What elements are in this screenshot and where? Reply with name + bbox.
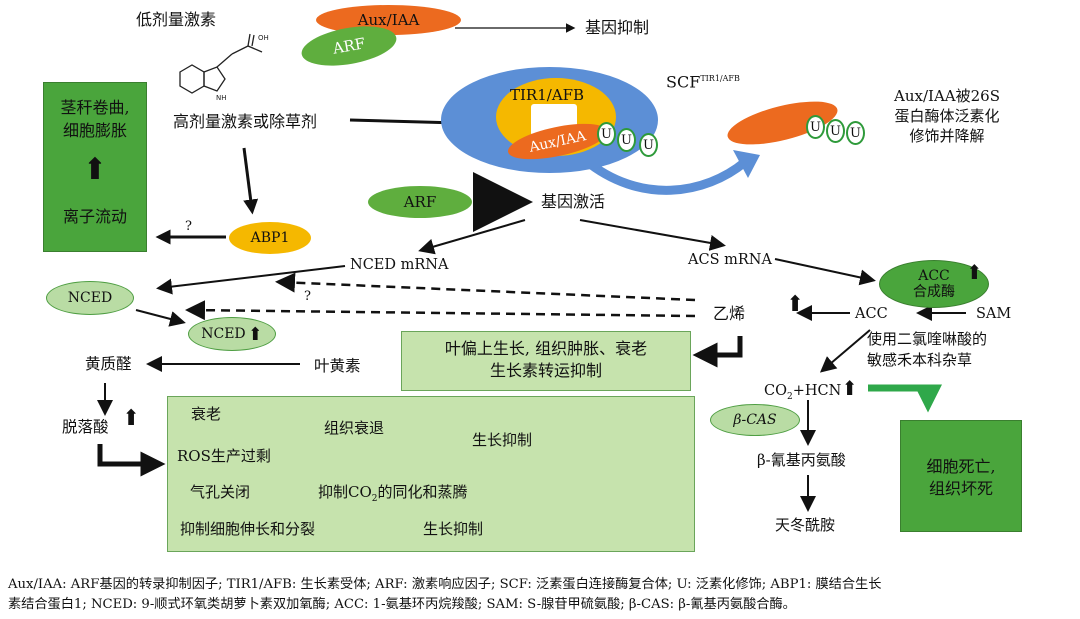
xanthoxin-label: 黄质醛 xyxy=(85,355,132,373)
stem-curl-box xyxy=(43,82,147,252)
svg-text:NH: NH xyxy=(216,94,227,102)
cell-expansion-label: 细胞膨胀 xyxy=(62,121,127,140)
up-arrow-icon: ⬆ xyxy=(966,260,983,284)
high-dose-label: 高剂量激素或除草剂 xyxy=(173,112,318,131)
ubiquitin-3: U xyxy=(639,133,658,157)
stomata-closure-label: 气孔关闭 xyxy=(190,483,251,501)
arrow-ethylene-to-epinasty xyxy=(692,336,743,368)
up-arrow-icon: ⬆ xyxy=(122,406,141,431)
scf-label: SCFTIR1/AFB xyxy=(666,72,740,92)
degradation-label-3: 修饰并降解 xyxy=(909,127,985,145)
low-dose-label: 低剂量激素 xyxy=(136,10,217,29)
up-arrow-icon: ⬆ xyxy=(841,376,859,400)
aba-label: 脱落酸 xyxy=(62,418,109,436)
quinclorac-label-1: 使用二氯喹啉酸的 xyxy=(867,330,988,348)
arrow-degradation-head xyxy=(733,150,760,178)
ethylene-label: 乙烯 xyxy=(713,304,746,323)
arrow-to-nced xyxy=(156,265,346,295)
acc-label: ACC xyxy=(855,306,888,322)
nced-mrna-label: NCED mRNA xyxy=(350,257,449,273)
epinasty-box xyxy=(401,331,691,391)
beta-cas-oval: β-CAS xyxy=(710,404,800,436)
arrow-to-abp1 xyxy=(242,147,259,215)
ion-flow-label: 离子流动 xyxy=(62,207,127,226)
ubiquitin-5: U xyxy=(826,119,845,143)
cell-death-label: 细胞死亡, xyxy=(926,457,996,476)
arrow-acc-to-hcn xyxy=(819,329,871,373)
tir1-label: TIR1/AFB xyxy=(510,86,585,104)
tissue-necrosis-label: 组织坏死 xyxy=(928,479,993,498)
ubiquitin-6: U xyxy=(846,121,865,145)
ubiquitin-1: U xyxy=(597,122,616,146)
nced-up-oval: NCED⬆ xyxy=(188,317,276,351)
epinasty-label-1: 叶偏上生长, 组织肿胀、衰老 xyxy=(444,339,648,358)
degradation-label-2: 蛋白酶体泛素化 xyxy=(894,107,1000,125)
nced-oval: NCED xyxy=(46,281,134,315)
stem-curl-label: 茎秆卷曲, xyxy=(60,98,130,117)
arrow-degradation-curve xyxy=(582,156,748,195)
aba-effects-box xyxy=(167,396,695,552)
degradation-label-1: Aux/IAA被26S xyxy=(894,87,1000,105)
arf-oval-2: ARF xyxy=(368,186,472,218)
arrow-aba-to-ros xyxy=(97,444,166,477)
arrow-hcn-to-death xyxy=(868,384,942,413)
acs-mrna-label: ACS mRNA xyxy=(688,252,772,268)
growth-inhibition-label-1: 生长抑制 xyxy=(472,431,533,449)
co2-hcn-label: CO2+HCN⬆ xyxy=(764,376,859,402)
up-arrow-icon: ⬆ xyxy=(82,152,108,187)
auxin-molecule-icon: OH NH xyxy=(179,33,269,102)
legend-line-2: 素结合蛋白1; NCED: 9-顺式环氧类胡萝卜素双加氧酶; ACC: 1-氨基… xyxy=(8,597,796,612)
ubiquitin-4: U xyxy=(806,115,825,139)
dashed-arrow-2 xyxy=(185,300,696,321)
quinclorac-label-2: 敏感禾本科杂草 xyxy=(867,351,973,369)
cyanoalanine-label: β-氰基丙氨酸 xyxy=(757,451,846,469)
asparagine-label: 天冬酰胺 xyxy=(775,516,836,534)
cell-death-box xyxy=(900,420,1022,532)
gene-activation-label: 基因激活 xyxy=(541,192,606,211)
growth-inhibition-label-2: 生长抑制 xyxy=(423,520,484,538)
gene-repression-label: 基因抑制 xyxy=(585,18,650,37)
question-mark-2: ? xyxy=(304,289,311,304)
arrow-nced-to-nced-up xyxy=(135,309,186,327)
ubiquitin-2: U xyxy=(617,128,636,152)
arrow-to-nced-mrna xyxy=(418,219,526,255)
epinasty-label-2: 生长素转运抑制 xyxy=(489,361,602,380)
arrow-to-acs-mrna xyxy=(579,219,726,251)
violaxanthin-label: 叶黄素 xyxy=(314,357,361,375)
question-mark-1: ? xyxy=(185,219,192,234)
co2-inhibition-label: 抑制CO2的同化和蒸腾 xyxy=(318,483,468,504)
abp1-oval: ABP1 xyxy=(229,222,311,254)
svg-text:OH: OH xyxy=(258,34,269,42)
legend-line-1: Aux/IAA: ARF基因的转录抑制因子; TIR1/AFB: 生长素受体; … xyxy=(8,577,882,592)
ros-label: ROS生产过剩 xyxy=(177,447,271,465)
dashed-arrow-1 xyxy=(275,272,696,302)
arrow-to-acc-synthase xyxy=(774,258,876,286)
up-arrow-icon: ⬆ xyxy=(247,323,263,345)
cell-inhibition-label: 抑制细胞伸长和分裂 xyxy=(180,520,316,538)
sam-label: SAM xyxy=(976,306,1012,322)
senescence-label: 衰老 xyxy=(191,405,222,423)
tissue-decline-label: 组织衰退 xyxy=(324,419,385,437)
up-arrow-icon: ⬆ xyxy=(786,292,805,317)
